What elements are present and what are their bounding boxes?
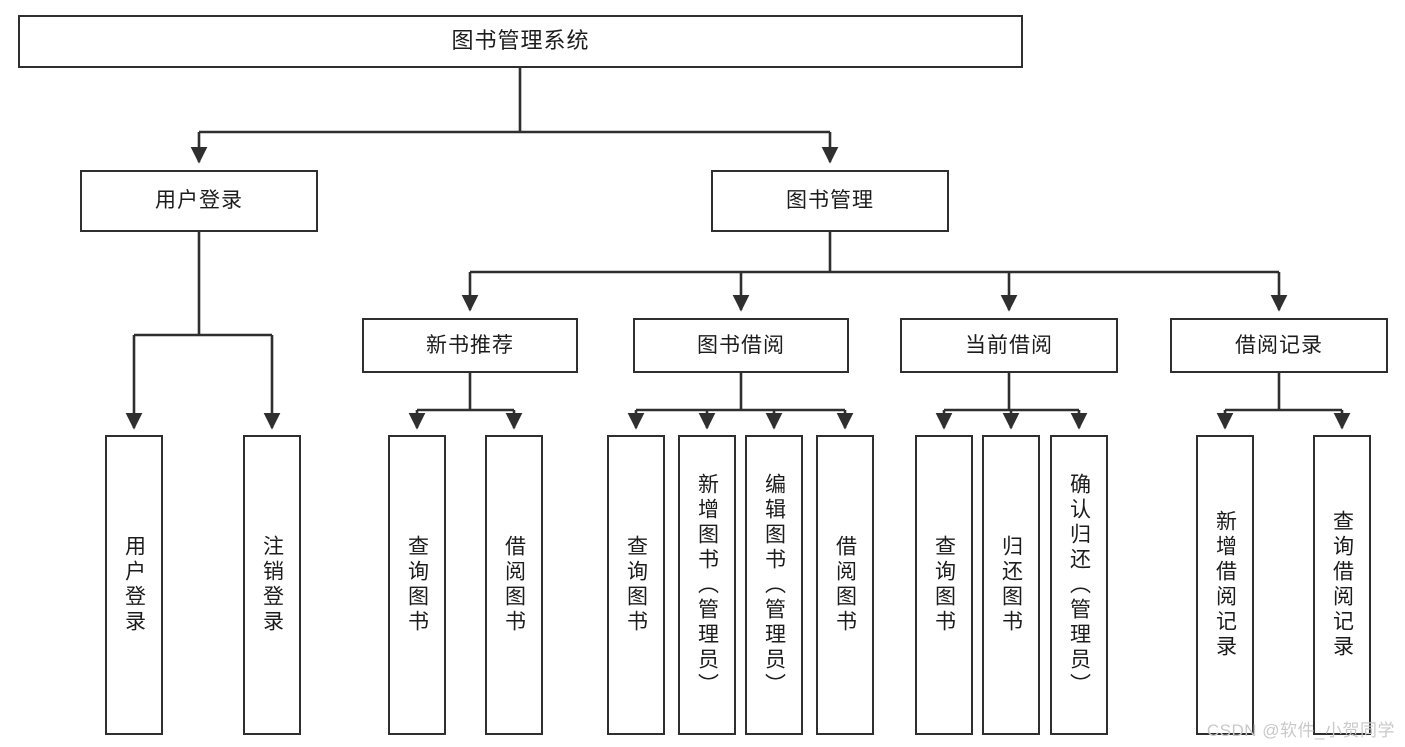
- leaf-query-book-3-label: 查询图书: [932, 535, 956, 635]
- edge-root-to-level2: [190, 68, 839, 164]
- edge-bookmanage-to-level3: [461, 232, 1288, 312]
- leaf-query-book-2[interactable]: 查询图书: [607, 435, 665, 735]
- node-current-borrow-label: 当前借阅: [965, 333, 1053, 357]
- leaf-borrow-book-1[interactable]: 借阅图书: [485, 435, 543, 735]
- node-root-label: 图书管理系统: [451, 28, 590, 54]
- node-borrow-record-label: 借阅记录: [1235, 333, 1323, 357]
- leaf-return-book[interactable]: 归还图书: [982, 435, 1040, 735]
- leaf-user-login[interactable]: 用户登录: [105, 435, 163, 735]
- node-user-login-label: 用户登录: [155, 189, 243, 213]
- leaf-query-record[interactable]: 查询借阅记录: [1313, 435, 1371, 735]
- leaf-query-record-label: 查询借阅记录: [1330, 510, 1354, 660]
- leaf-add-book-label: 新增图书（管理员）: [695, 472, 719, 698]
- node-user-login[interactable]: 用户登录: [80, 170, 318, 232]
- leaf-borrow-book-2-label: 借阅图书: [833, 535, 857, 635]
- leaf-query-book-1[interactable]: 查询图书: [388, 435, 446, 735]
- node-book-manage[interactable]: 图书管理: [711, 170, 949, 232]
- leaf-add-record[interactable]: 新增借阅记录: [1196, 435, 1254, 735]
- edge-newbook-to-leaves: [408, 373, 523, 430]
- csdn-watermark: CSDN @软件_小贺同学: [1206, 721, 1395, 740]
- node-book-manage-label: 图书管理: [786, 189, 874, 213]
- edge-bookborrow-to-leaves: [627, 373, 854, 430]
- leaf-edit-book[interactable]: 编辑图书（管理员）: [745, 435, 803, 735]
- node-new-book-recommend-label: 新书推荐: [426, 333, 514, 357]
- leaf-user-logout[interactable]: 注销登录: [243, 435, 301, 735]
- node-book-borrow-label: 图书借阅: [697, 333, 785, 357]
- node-borrow-record[interactable]: 借阅记录: [1170, 318, 1388, 373]
- node-root[interactable]: 图书管理系统: [18, 15, 1023, 68]
- edge-userlogin-to-leaves: [125, 232, 281, 430]
- leaf-query-book-3[interactable]: 查询图书: [915, 435, 973, 735]
- leaf-borrow-book-1-label: 借阅图书: [502, 535, 526, 635]
- node-current-borrow[interactable]: 当前借阅: [900, 318, 1118, 373]
- leaf-query-book-1-label: 查询图书: [405, 535, 429, 635]
- leaf-add-book[interactable]: 新增图书（管理员）: [678, 435, 736, 735]
- leaf-confirm-return[interactable]: 确认归还（管理员）: [1050, 435, 1108, 735]
- leaf-query-book-2-label: 查询图书: [624, 535, 648, 635]
- leaf-user-login-label: 用户登录: [122, 535, 146, 635]
- leaf-edit-book-label: 编辑图书（管理员）: [762, 472, 786, 698]
- leaf-return-book-label: 归还图书: [999, 535, 1023, 635]
- edge-borrowrecord-to-leaves: [1216, 373, 1351, 430]
- node-book-borrow[interactable]: 图书借阅: [633, 318, 849, 373]
- leaf-add-record-label: 新增借阅记录: [1213, 510, 1237, 660]
- leaf-confirm-return-label: 确认归还（管理员）: [1067, 472, 1091, 698]
- edge-currentborrow-to-leaves: [935, 373, 1088, 430]
- leaf-user-logout-label: 注销登录: [260, 535, 284, 635]
- leaf-borrow-book-2[interactable]: 借阅图书: [816, 435, 874, 735]
- node-new-book-recommend[interactable]: 新书推荐: [362, 318, 578, 373]
